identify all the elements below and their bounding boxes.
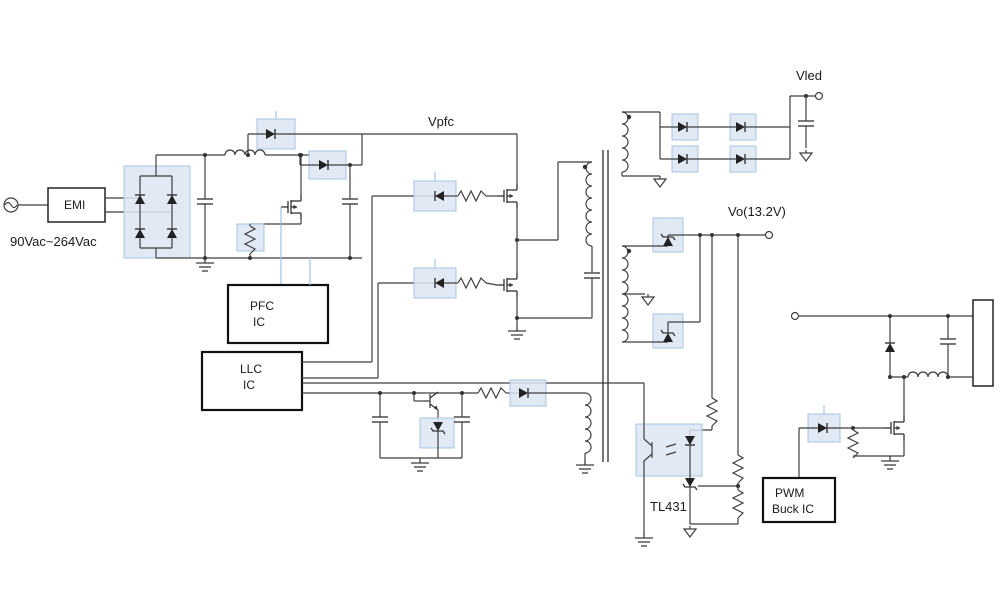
- input-capacitor-icon: [196, 198, 214, 205]
- vo-terminal: [764, 230, 774, 240]
- aux-capacitor-icon: [453, 416, 471, 423]
- bypass-diode: [246, 111, 362, 157]
- vo-label: Vo(13.2V): [728, 204, 786, 219]
- aux-transistor-icon: [421, 391, 439, 411]
- load-box: [972, 299, 994, 387]
- llc-stage: LLC IC: [200, 134, 601, 412]
- polarity-dot: [626, 114, 632, 120]
- optocoupler: [635, 423, 703, 477]
- led-output: Vled: [621, 68, 824, 188]
- polarity-dot: [626, 248, 632, 254]
- pfc-mosfet: [250, 153, 303, 285]
- resonant-capacitor: [515, 246, 601, 320]
- buck-mosfet-icon: [883, 415, 905, 441]
- ground-icon: [575, 459, 595, 474]
- pfc-inductor-icon: [224, 149, 266, 156]
- tl431-shunt: TL431: [650, 476, 698, 538]
- divider-resistor-icon: [732, 489, 744, 519]
- buck-inductor-icon: [907, 371, 949, 378]
- ground-icon: [634, 532, 654, 547]
- ground-icon: [641, 293, 655, 306]
- buck-diode-icon: [884, 342, 896, 353]
- vled-label: Vled: [796, 68, 822, 83]
- vo-output: Vo(13.2V): [621, 204, 786, 349]
- pfc-ic-box: PFC IC: [226, 258, 330, 345]
- bridge-rectifier: [123, 155, 191, 259]
- primary-winding-icon: [585, 161, 593, 247]
- mosfet-icon: [280, 194, 302, 220]
- input-range-label: 90Vac~264Vac: [10, 234, 97, 249]
- resonant-capacitor-icon: [583, 272, 601, 279]
- ground-icon: [799, 149, 813, 162]
- buck-input-terminal: [790, 311, 800, 321]
- buck-stage: PWM Buck IC: [761, 299, 994, 524]
- feedback-network: TL431: [302, 235, 744, 547]
- bulk-capacitor-icon: [341, 198, 359, 205]
- ground-icon: [507, 325, 527, 340]
- ground-icon: [880, 455, 900, 470]
- aux-supply: [302, 379, 595, 474]
- high-side-gate-drive: [302, 172, 497, 363]
- feedback-divider: [690, 235, 744, 525]
- buck-capacitor-icon: [939, 338, 957, 345]
- feedback-resistor-icon: [706, 397, 718, 427]
- emi-label: EMI: [64, 198, 85, 212]
- gate-resistor-icon: [847, 429, 859, 459]
- vled-terminal: [814, 91, 824, 101]
- gate-resistor-icon: [457, 190, 487, 202]
- llc-ic-label-line2: IC: [243, 378, 255, 392]
- high-side-mosfet-icon: [496, 183, 518, 209]
- emi-filter-box: [47, 187, 106, 223]
- half-bridge: [496, 134, 592, 340]
- current-sense: [236, 223, 265, 260]
- low-side-mosfet-icon: [496, 272, 518, 298]
- divider-resistor-icon: [732, 454, 744, 484]
- pfc-ic-label-line1: PFC: [250, 299, 274, 313]
- ground-icon: [410, 457, 430, 472]
- aux-winding-icon: [584, 392, 592, 454]
- tl431-label: TL431: [650, 499, 687, 514]
- vpfc-label: Vpfc: [428, 114, 455, 129]
- llc-ic-label-line1: LLC: [240, 362, 262, 376]
- low-side-gate-drive: [302, 259, 498, 379]
- pwm-buck-ic-label-line1: PWM: [775, 486, 804, 500]
- led-secondary-winding-icon: [621, 111, 629, 173]
- pfc-ic-label-line2: IC: [253, 315, 265, 329]
- main-transformer: [582, 150, 609, 462]
- vled-capacitor-icon: [797, 120, 815, 127]
- pfc-boost-diode: [298, 134, 363, 180]
- pwm-buck-ic-label-line2: Buck IC: [772, 502, 814, 516]
- llc-ic-box: LLC IC: [200, 350, 304, 412]
- pfc-stage: Vpfc PFC IC: [156, 111, 517, 345]
- input-stage: EMI 90Vac~264Vac: [3, 155, 362, 272]
- ground-icon: [683, 525, 697, 538]
- bulk-capacitor: [341, 163, 359, 260]
- polarity-dot: [582, 164, 588, 170]
- aux-resistor-icon: [477, 387, 507, 399]
- gate-resistor-icon: [457, 277, 487, 289]
- pwm-buck-ic-box: PWM Buck IC: [761, 476, 837, 524]
- ground-icon: [653, 175, 667, 188]
- aux-capacitor-icon: [371, 416, 389, 423]
